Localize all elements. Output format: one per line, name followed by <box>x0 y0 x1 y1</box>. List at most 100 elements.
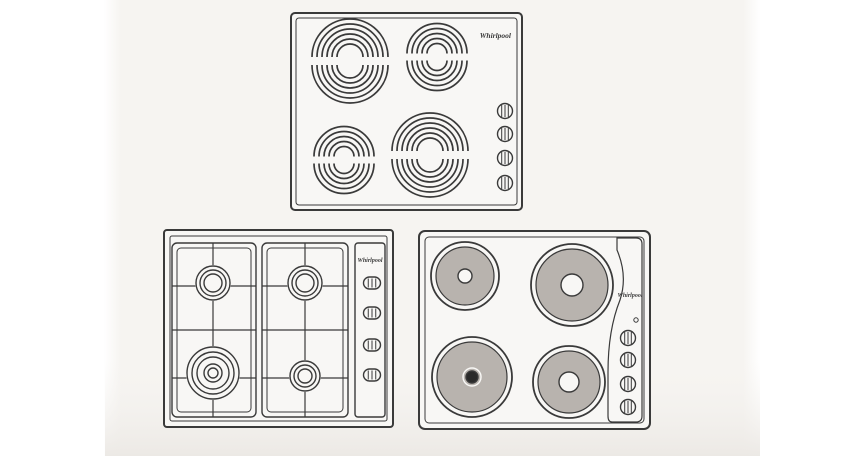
burner-ring <box>203 363 223 383</box>
heating-ring-arc <box>396 117 464 152</box>
heating-ring-arc <box>406 60 468 92</box>
heating-ring-arc <box>318 163 370 190</box>
gas-control-knob[interactable] <box>362 306 382 320</box>
heating-ring-arc <box>416 60 458 82</box>
ceramic-control-knob[interactable] <box>496 174 514 192</box>
heating-ring-arc <box>321 28 379 58</box>
heating-ring-arc <box>336 64 364 79</box>
gas-control-knob[interactable] <box>362 368 382 382</box>
heating-ring-arc <box>391 112 469 152</box>
heating-ring-arc <box>336 43 364 58</box>
heating-ring-arc <box>316 23 384 58</box>
electric-hob: Whirlpool <box>418 230 651 430</box>
heating-ring-arc <box>401 158 459 188</box>
heating-ring-arc <box>411 60 463 87</box>
ceramic-cooking-zone <box>406 22 468 92</box>
heating-ring-arc <box>313 163 375 195</box>
heating-ring-arc <box>401 122 459 152</box>
electric-control-knob[interactable] <box>619 329 637 347</box>
heating-ring-arc <box>311 64 389 104</box>
gas-hob-inner-edge <box>169 235 388 422</box>
heating-ring-arc <box>321 64 379 94</box>
burner-ring <box>293 364 317 388</box>
electric-control-knob[interactable] <box>619 375 637 393</box>
hotplate-centre <box>457 268 473 284</box>
electric-hotplate <box>431 336 513 418</box>
electric-plates <box>430 241 614 419</box>
ceramic-cooking-zone <box>391 112 469 198</box>
gas-burner <box>186 346 240 400</box>
burner-ring <box>203 273 223 293</box>
burner-base <box>186 346 240 400</box>
ceramic-control-knob[interactable] <box>496 125 514 143</box>
hotplate-centre-ring <box>462 367 482 387</box>
electric-control-knob[interactable] <box>619 398 637 416</box>
heating-ring-arc <box>323 163 365 185</box>
burner-ring <box>186 346 240 400</box>
heating-ring-arc <box>333 145 355 157</box>
heating-ring-arc <box>328 140 360 157</box>
heating-ring-arc <box>313 125 375 157</box>
heating-ring-arc <box>318 130 370 157</box>
gas-knobs <box>362 276 382 382</box>
electric-control-panel <box>607 237 643 423</box>
hotplate-centre <box>558 371 580 393</box>
heating-ring-arc <box>311 18 389 58</box>
gas-burner <box>289 360 321 392</box>
ceramic-hob-outline <box>290 12 523 211</box>
ceramic-hob-inner-edge <box>295 17 518 206</box>
heating-ring-arc <box>333 163 355 175</box>
ceramic-control-knob[interactable] <box>496 102 514 120</box>
ceramic-knobs <box>496 102 514 192</box>
ceramic-control-knob[interactable] <box>496 149 514 167</box>
ceramic-cooking-zone <box>313 125 375 195</box>
ceramic-hob: Whirlpool <box>290 12 523 211</box>
ceramic-brand-logo: Whirlpool <box>480 31 512 40</box>
electric-hotplate <box>530 243 614 327</box>
heating-ring-arc <box>328 163 360 180</box>
burner-ring <box>196 356 230 390</box>
heating-ring-arc <box>426 60 448 72</box>
gas-burners <box>186 265 323 400</box>
heating-ring-arc <box>426 42 448 54</box>
heating-ring-arc <box>391 158 469 198</box>
gas-hob: Whirlpool <box>163 229 394 428</box>
electric-knobs <box>619 329 637 416</box>
electric-control-knob[interactable] <box>619 351 637 369</box>
heating-ring-arc <box>406 22 468 54</box>
gas-control-knob[interactable] <box>362 276 382 290</box>
burner-ring <box>291 269 319 297</box>
indicator-light <box>633 317 639 323</box>
heating-ring-arc <box>416 158 444 173</box>
gas-control-knob[interactable] <box>362 338 382 352</box>
heating-ring-arc <box>411 132 449 152</box>
heating-ring-arc <box>331 38 369 58</box>
heating-ring-arc <box>416 137 444 152</box>
heating-ring-arc <box>326 64 374 89</box>
electric-brand-logo: Whirlpool <box>617 293 642 299</box>
heating-ring-arc <box>396 158 464 193</box>
ceramic-cooking-zone <box>311 18 389 104</box>
hotplate-centre <box>560 273 584 297</box>
heating-ring-arc <box>323 135 365 157</box>
electric-hotplate <box>430 241 500 311</box>
heating-ring-arc <box>416 32 458 54</box>
burner-ring <box>289 360 321 392</box>
burner-ring <box>199 269 227 297</box>
gas-burner <box>195 265 231 301</box>
burner-ring <box>191 351 235 395</box>
heating-ring-arc <box>421 60 453 77</box>
heating-ring-arc <box>316 64 384 99</box>
burner-ring <box>295 273 315 293</box>
burner-ring <box>195 265 231 301</box>
burner-ring <box>297 368 313 384</box>
heating-ring-arc <box>406 127 454 152</box>
ceramic-zones <box>311 18 469 198</box>
heating-ring-arc <box>331 64 369 84</box>
electric-hob-inner-edge <box>424 236 645 424</box>
gas-brand-logo: Whirlpool <box>357 258 382 264</box>
heating-ring-arc <box>421 37 453 54</box>
gas-burner <box>287 265 323 301</box>
